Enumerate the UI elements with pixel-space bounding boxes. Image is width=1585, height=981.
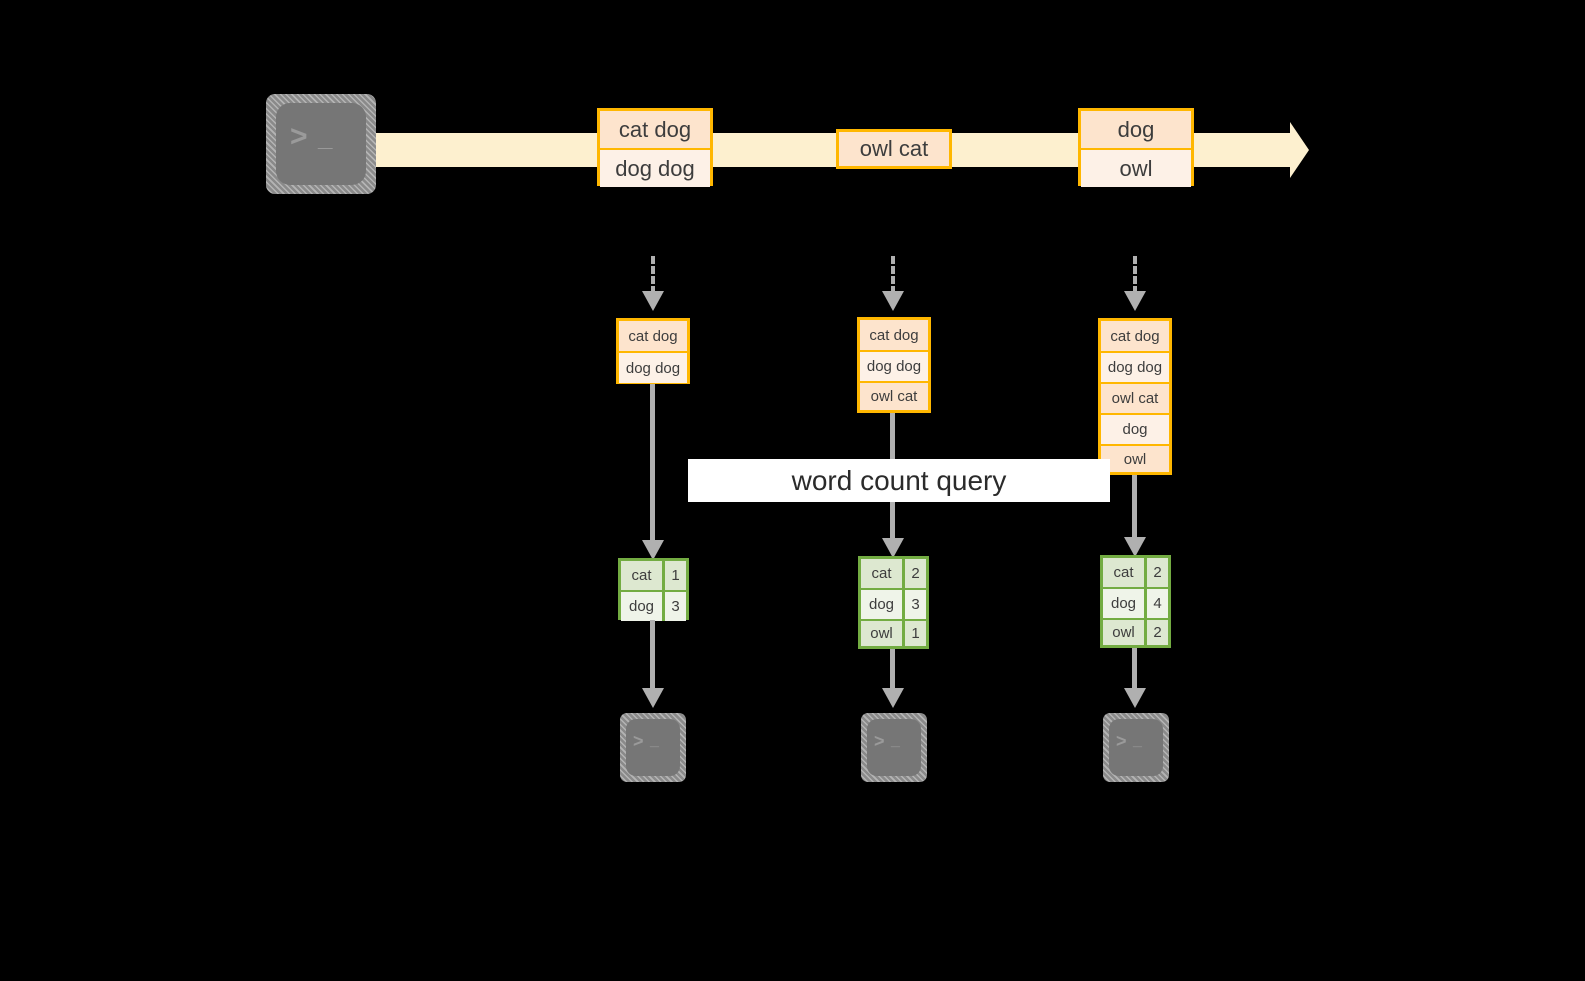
stream-record: dog dog: [600, 150, 710, 187]
terminal-cursor-glyph: _: [891, 732, 901, 749]
snapshot-record: dog dog: [619, 353, 687, 383]
snapshot-record: owl: [1101, 446, 1169, 472]
word-cell: cat: [621, 561, 665, 590]
terminal-prompt-glyph: >: [633, 731, 645, 751]
consumer-terminal-icon-2: > _: [861, 713, 927, 782]
table-row: cat 2: [1103, 558, 1168, 589]
stream-group-2: owl cat: [836, 129, 952, 169]
stream-group-3: dog owl: [1078, 108, 1194, 187]
word-cell: dog: [1103, 589, 1147, 618]
output-line-3: [1132, 648, 1137, 692]
table-row: owl 1: [861, 621, 926, 646]
snapshot-1-result: cat 1 dog 3: [618, 558, 689, 621]
terminal-prompt-glyph: >: [1116, 731, 1128, 751]
table-row: dog 3: [621, 592, 686, 621]
stream-tap-arrow-1: [642, 291, 664, 311]
terminal-prompt-glyph: >: [874, 731, 886, 751]
stream-tap-line-1: [651, 256, 655, 294]
word-cell: owl: [861, 621, 905, 646]
word-cell: cat: [861, 559, 905, 588]
output-arrow-3: [1124, 688, 1146, 708]
count-cell: 2: [1147, 558, 1168, 587]
consumer-terminal-icon-1: > _: [620, 713, 686, 782]
query-line-1: [650, 384, 655, 544]
stream-tap-line-3: [1133, 256, 1137, 294]
query-arrow-3: [1124, 537, 1146, 557]
stream-tap-arrow-3: [1124, 291, 1146, 311]
snapshot-record: dog: [1101, 415, 1169, 446]
snapshot-record: dog dog: [1101, 353, 1169, 384]
stream-record: owl cat: [839, 132, 949, 166]
table-row: cat 1: [621, 561, 686, 592]
terminal-screen: [276, 103, 366, 185]
table-row: owl 2: [1103, 620, 1168, 645]
snapshot-record: dog dog: [860, 352, 928, 383]
stream-tap-line-2: [891, 256, 895, 294]
terminal-screen: [626, 719, 680, 776]
query-label-banner: word count query: [688, 459, 1110, 502]
snapshot-2-records: cat dog dog dog owl cat: [857, 317, 931, 413]
terminal-prompt-glyph: >: [290, 120, 309, 153]
terminal-cursor-glyph: _: [318, 122, 334, 152]
snapshot-2-result: cat 2 dog 3 owl 1: [858, 556, 929, 649]
word-cell: owl: [1103, 620, 1147, 645]
output-arrow-2: [882, 688, 904, 708]
consumer-terminal-icon-3: > _: [1103, 713, 1169, 782]
query-arrow-1: [642, 540, 664, 560]
count-cell: 3: [665, 592, 686, 621]
word-cell: dog: [621, 592, 665, 621]
word-cell: dog: [861, 590, 905, 619]
table-row: dog 3: [861, 590, 926, 621]
count-cell: 2: [1147, 620, 1168, 645]
query-arrow-2: [882, 538, 904, 558]
terminal-screen: [867, 719, 921, 776]
snapshot-record: owl cat: [1101, 384, 1169, 415]
terminal-cursor-glyph: _: [650, 732, 660, 749]
terminal-cursor-glyph: _: [1133, 732, 1143, 749]
stream-record: cat dog: [600, 111, 710, 150]
count-cell: 1: [665, 561, 686, 590]
snapshot-3-result: cat 2 dog 4 owl 2: [1100, 555, 1171, 648]
count-cell: 3: [905, 590, 926, 619]
snapshot-record: cat dog: [860, 320, 928, 352]
producer-terminal-icon: > _: [266, 94, 376, 194]
snapshot-1-records: cat dog dog dog: [616, 318, 690, 384]
snapshot-record: cat dog: [1101, 321, 1169, 353]
count-cell: 2: [905, 559, 926, 588]
output-arrow-1: [642, 688, 664, 708]
table-row: cat 2: [861, 559, 926, 590]
output-line-2: [890, 649, 895, 692]
stream-group-1: cat dog dog dog: [597, 108, 713, 187]
snapshot-record: owl cat: [860, 383, 928, 410]
word-cell: cat: [1103, 558, 1147, 587]
snapshot-3-records: cat dog dog dog owl cat dog owl: [1098, 318, 1172, 475]
stream-record: dog: [1081, 111, 1191, 150]
count-cell: 4: [1147, 589, 1168, 618]
stream-tap-arrow-2: [882, 291, 904, 311]
count-cell: 1: [905, 621, 926, 646]
table-row: dog 4: [1103, 589, 1168, 620]
output-line-1: [650, 620, 655, 692]
terminal-screen: [1109, 719, 1163, 776]
stream-record: owl: [1081, 150, 1191, 187]
stream-arrowhead: [1290, 122, 1309, 178]
query-line-3: [1132, 475, 1137, 542]
snapshot-record: cat dog: [619, 321, 687, 353]
